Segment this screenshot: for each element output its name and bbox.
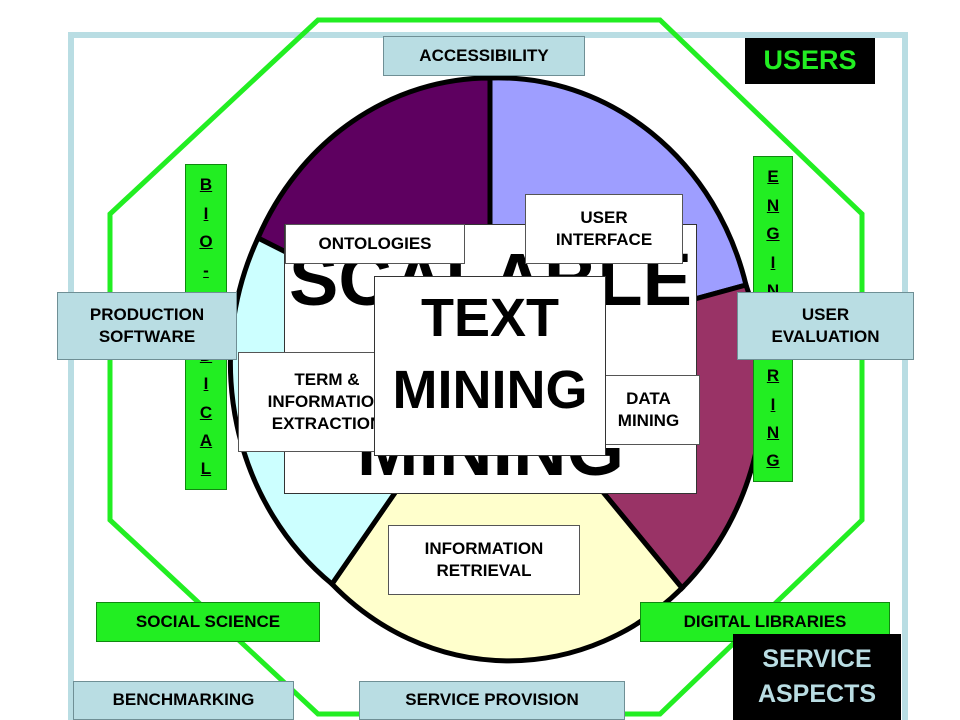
service-provision-label: SERVICE PROVISION [359,681,625,720]
benchmarking-label: BENCHMARKING [73,681,294,720]
letter: - [203,260,209,280]
text-word: TEXT [420,288,559,348]
letter: I [203,374,209,394]
accessibility-label: ACCESSIBILITY [383,36,585,76]
letter: O [199,232,213,252]
letter: C [199,402,213,422]
letter: A [199,431,213,451]
user-interface-label: USER INTERFACE [525,194,683,264]
service-aspects-label: SERVICE ASPECTS [733,634,901,720]
information-retrieval-label: INFORMATION RETRIEVAL [388,525,580,595]
social-science-label: SOCIAL SCIENCE [96,602,320,642]
letter: I [770,394,776,414]
user-evaluation-label: USER EVALUATION [737,292,914,360]
users-label: USERS [745,38,875,84]
outer-frame [68,32,908,720]
letter: N [766,195,780,215]
letter: G [766,451,780,471]
data-mining-label: DATA MINING [597,375,700,445]
letter: I [770,252,776,272]
mining-word-small: MINING [392,360,588,420]
text-mining-box: TEXT MINING [374,276,606,456]
letter: B [199,175,213,195]
production-software-label: PRODUCTION SOFTWARE [57,292,237,360]
letter: L [200,459,212,479]
letter: I [203,203,209,223]
letter: R [766,366,780,386]
letter: N [766,423,780,443]
letter: G [766,224,780,244]
letter: E [767,167,779,187]
ontologies-label: ONTOLOGIES [285,224,465,264]
